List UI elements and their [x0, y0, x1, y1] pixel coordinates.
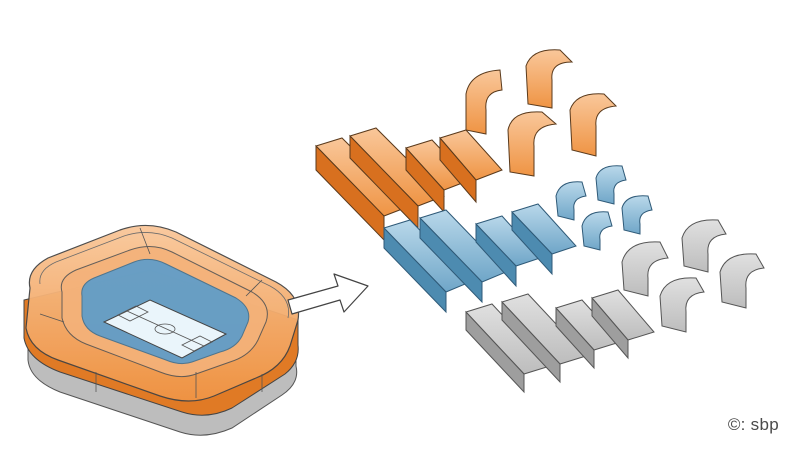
pitch-penalty-box-left — [117, 305, 149, 322]
orange-straight-segment — [439, 136, 477, 204]
orange-corner-segment — [525, 49, 574, 109]
pitch-center-circle — [154, 323, 176, 335]
blue-straight-segment — [419, 216, 483, 304]
stadium-roof-edge — [39, 232, 289, 319]
stadium-seam — [139, 227, 151, 255]
blue-corner-segment — [595, 165, 627, 205]
blue-straight-segment — [383, 226, 447, 314]
blue-corner-segment — [555, 181, 587, 221]
pitch-penalty-box-right — [181, 335, 213, 352]
gray-components — [465, 219, 765, 394]
blue-straight-segment — [511, 210, 553, 276]
gray-corner-segment — [719, 253, 765, 309]
blue-corner-segment — [581, 211, 613, 251]
stadium-seam — [39, 313, 65, 323]
gray-straight-segment — [465, 310, 525, 394]
gray-straight-segment — [555, 306, 595, 370]
blue-corner-segment — [621, 195, 653, 235]
blue-components — [383, 165, 653, 314]
gray-corner-segment — [621, 241, 669, 297]
blue-straight-segment — [475, 222, 517, 288]
arrow-right-outline-icon — [287, 273, 369, 315]
orange-corner-segment — [569, 93, 618, 157]
orange-corner-segment — [465, 69, 503, 135]
gray-corner-segment — [659, 277, 705, 333]
stadium-assembled — [23, 224, 300, 436]
gray-straight-segment — [501, 300, 561, 384]
orange-corner-segment — [507, 111, 558, 177]
orange-components — [315, 49, 618, 242]
image-credit: ©: sbp — [727, 415, 779, 434]
gray-corner-segment — [681, 219, 727, 273]
gray-straight-segment — [591, 296, 629, 360]
stadium-seam — [245, 279, 263, 297]
